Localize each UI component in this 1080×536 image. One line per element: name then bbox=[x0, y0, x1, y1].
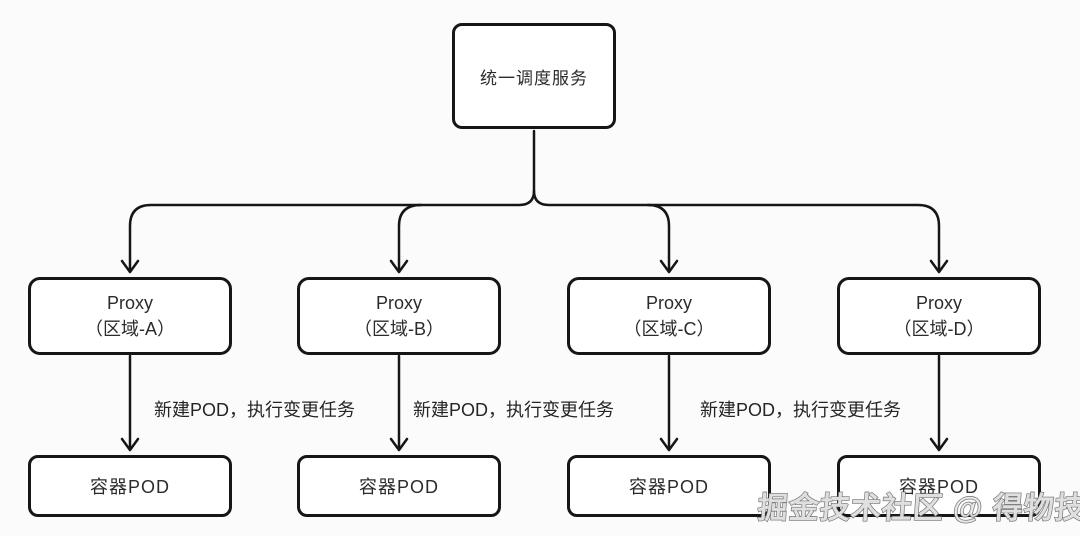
arrowhead-pod-d-icon bbox=[929, 437, 949, 452]
edge-root-to-proxy-a bbox=[128, 129, 536, 272]
arrowhead-pod-a-icon bbox=[120, 437, 140, 452]
arrowhead-proxy-d-icon bbox=[929, 259, 949, 274]
proxy-region-label: （区域-A） bbox=[85, 319, 175, 339]
arrowhead-proxy-c-icon bbox=[659, 259, 679, 274]
proxy-title: Proxy bbox=[915, 292, 962, 313]
proxy-region-label: （区域-D） bbox=[893, 319, 985, 339]
node-pod-b: 容器POD bbox=[297, 455, 501, 517]
node-proxy-region-a: Proxy （区域-A） bbox=[28, 277, 232, 355]
watermark: 掘金技术社区 @ 得物技术 bbox=[756, 491, 1080, 525]
pod-label: 容器POD bbox=[628, 477, 709, 497]
edge-root-to-proxy-d bbox=[532, 189, 941, 272]
pod-label: 容器POD bbox=[358, 477, 439, 497]
pod-label: 容器POD bbox=[898, 477, 979, 497]
node-scheduler-root: 统一调度服务 bbox=[452, 23, 616, 129]
arrowhead-proxy-a-icon bbox=[120, 259, 140, 274]
edge-root-to-proxy-b bbox=[397, 203, 423, 272]
edge-label-create-pod-c: 新建POD，执行变更任务 bbox=[700, 400, 902, 420]
proxy-title: Proxy bbox=[645, 292, 692, 313]
arrowhead-pod-c-icon bbox=[659, 437, 679, 452]
node-proxy-region-d: Proxy （区域-D） bbox=[837, 277, 1041, 355]
edge-root-to-proxy-c bbox=[646, 203, 671, 272]
node-pod-d: 容器POD bbox=[837, 455, 1041, 517]
proxy-title: Proxy bbox=[106, 292, 153, 313]
proxy-region-label: （区域-B） bbox=[354, 319, 444, 339]
edge-label-create-pod-b: 新建POD，执行变更任务 bbox=[413, 400, 615, 420]
node-pod-c: 容器POD bbox=[567, 455, 771, 517]
node-proxy-region-c: Proxy （区域-C） bbox=[567, 277, 771, 355]
pod-label: 容器POD bbox=[89, 477, 170, 497]
arrowhead-proxy-b-icon bbox=[389, 259, 409, 274]
proxy-region-label: （区域-C） bbox=[623, 319, 715, 339]
node-proxy-region-b: Proxy （区域-B） bbox=[297, 277, 501, 355]
edge-label-create-pod-a: 新建POD，执行变更任务 bbox=[154, 400, 356, 420]
node-pod-a: 容器POD bbox=[28, 455, 232, 517]
proxy-title: Proxy bbox=[375, 292, 422, 313]
node-scheduler-label: 统一调度服务 bbox=[480, 68, 588, 88]
arrowhead-pod-b-icon bbox=[389, 437, 409, 452]
